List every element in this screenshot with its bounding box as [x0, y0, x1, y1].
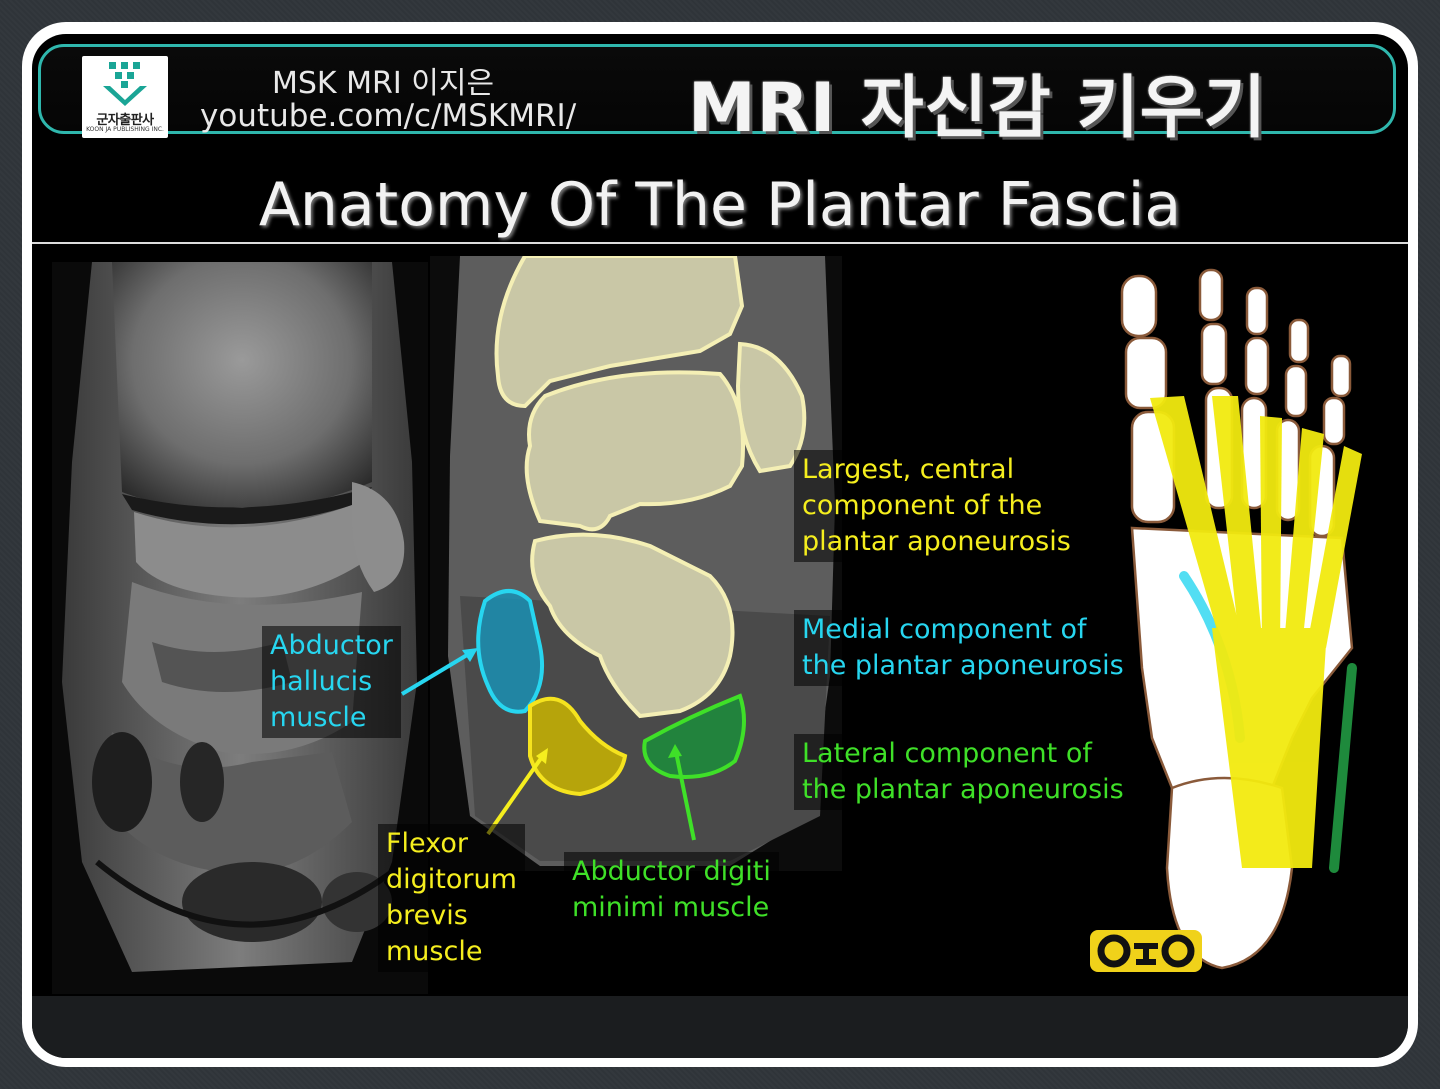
abductor-hallucis-line-1: Abductor: [270, 630, 393, 661]
bottom-stripe: [32, 996, 1408, 1058]
publisher-logo-icon: 군자출판사 KOON JA PUBLISHING INC.: [82, 56, 168, 138]
slide-panel: 군자출판사 KOON JA PUBLISHING INC. MSK MRI 이지…: [32, 34, 1408, 1058]
lateral-line-2: the plantar aponeurosis: [802, 774, 1124, 805]
abductor-hallucis-line-3: muscle: [270, 702, 367, 733]
flexor-digitorum-brevis-label: Flexor digitorum brevis muscle: [378, 824, 525, 972]
medial-line-1: Medial component of: [802, 614, 1087, 645]
series-title: MRI 자신감 키우기: [688, 69, 1268, 148]
logo-mark-icon: [103, 62, 147, 106]
channel-name: MSK MRI 이지은: [272, 66, 495, 101]
abductor-digiti-line-1: Abductor digiti: [572, 856, 771, 887]
flexor-line-4: muscle: [386, 936, 483, 967]
abductor-hallucis-line-2: hallucis: [270, 666, 373, 697]
lateral-line-1: Lateral component of: [802, 738, 1092, 769]
medial-line-2: the plantar aponeurosis: [802, 650, 1124, 681]
watermark-glyph-icon: [1097, 934, 1195, 968]
abductor-digiti-line-2: minimi muscle: [572, 892, 770, 923]
image-area: [32, 246, 1408, 994]
central-component-label: Largest, central component of the planta…: [794, 450, 1079, 562]
central-line-2: component of the: [802, 490, 1043, 521]
abductor-digiti-minimi-label: Abductor digiti minimi muscle: [564, 852, 779, 928]
flexor-line-1: Flexor: [386, 828, 468, 859]
abductor-hallucis-label: Abductor hallucis muscle: [262, 626, 401, 738]
channel-url-link[interactable]: youtube.com/c/MSKMRI/: [200, 98, 577, 134]
logo-text-en: KOON JA PUBLISHING INC.: [86, 126, 164, 133]
flexor-line-2: digitorum: [386, 864, 517, 895]
lateral-component-label: Lateral component of the plantar aponeur…: [794, 734, 1132, 810]
medial-component-label: Medial component of the plantar aponeuro…: [794, 610, 1132, 686]
flexor-line-3: brevis: [386, 900, 468, 931]
central-line-1: Largest, central: [802, 454, 1015, 485]
logo-text-ko: 군자출판사: [96, 113, 154, 128]
slide-title: Anatomy Of The Plantar Fascia: [258, 170, 1182, 240]
plantar-foot-illustration: [1112, 268, 1362, 984]
central-line-3: plantar aponeurosis: [802, 526, 1071, 557]
oto-watermark-icon: [1090, 930, 1202, 972]
title-divider: [32, 242, 1408, 244]
annotated-mri-image: [430, 256, 842, 871]
header-bar: [38, 44, 1396, 134]
coronal-mri-image: [52, 262, 428, 994]
